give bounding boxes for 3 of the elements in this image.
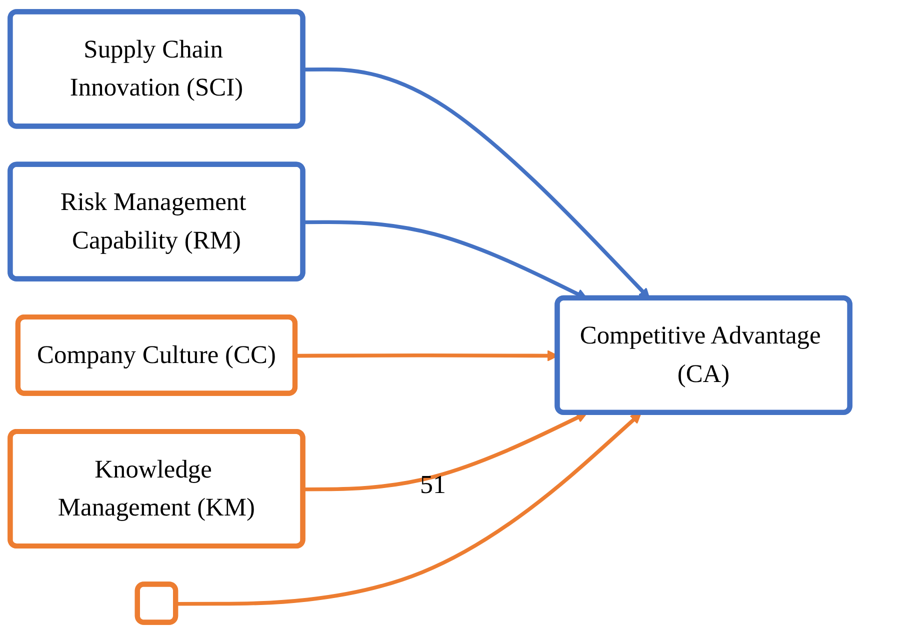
page-number: 51 — [420, 470, 446, 500]
arrow — [176, 412, 642, 606]
arrow — [303, 412, 588, 492]
